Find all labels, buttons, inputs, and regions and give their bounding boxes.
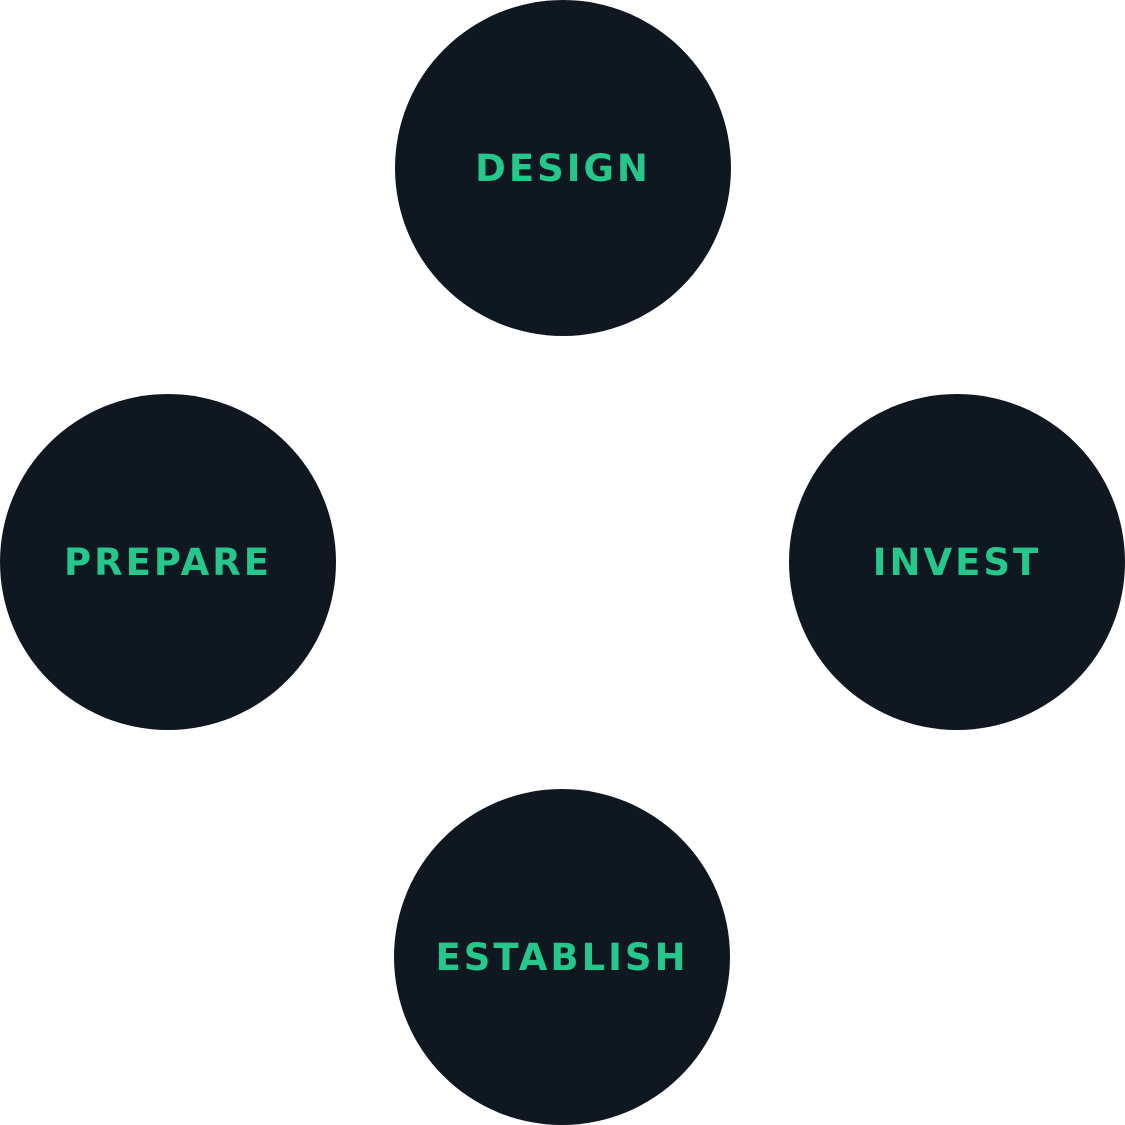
node-establish-label: ESTABLISH [435,935,689,979]
node-invest-label: INVEST [872,540,1042,584]
node-prepare: PREPARE [0,394,336,730]
node-prepare-label: PREPARE [63,540,272,584]
node-establish: ESTABLISH [394,789,730,1125]
node-invest: INVEST [789,394,1125,730]
node-design: DESIGN [395,0,731,336]
node-design-label: DESIGN [475,146,651,190]
